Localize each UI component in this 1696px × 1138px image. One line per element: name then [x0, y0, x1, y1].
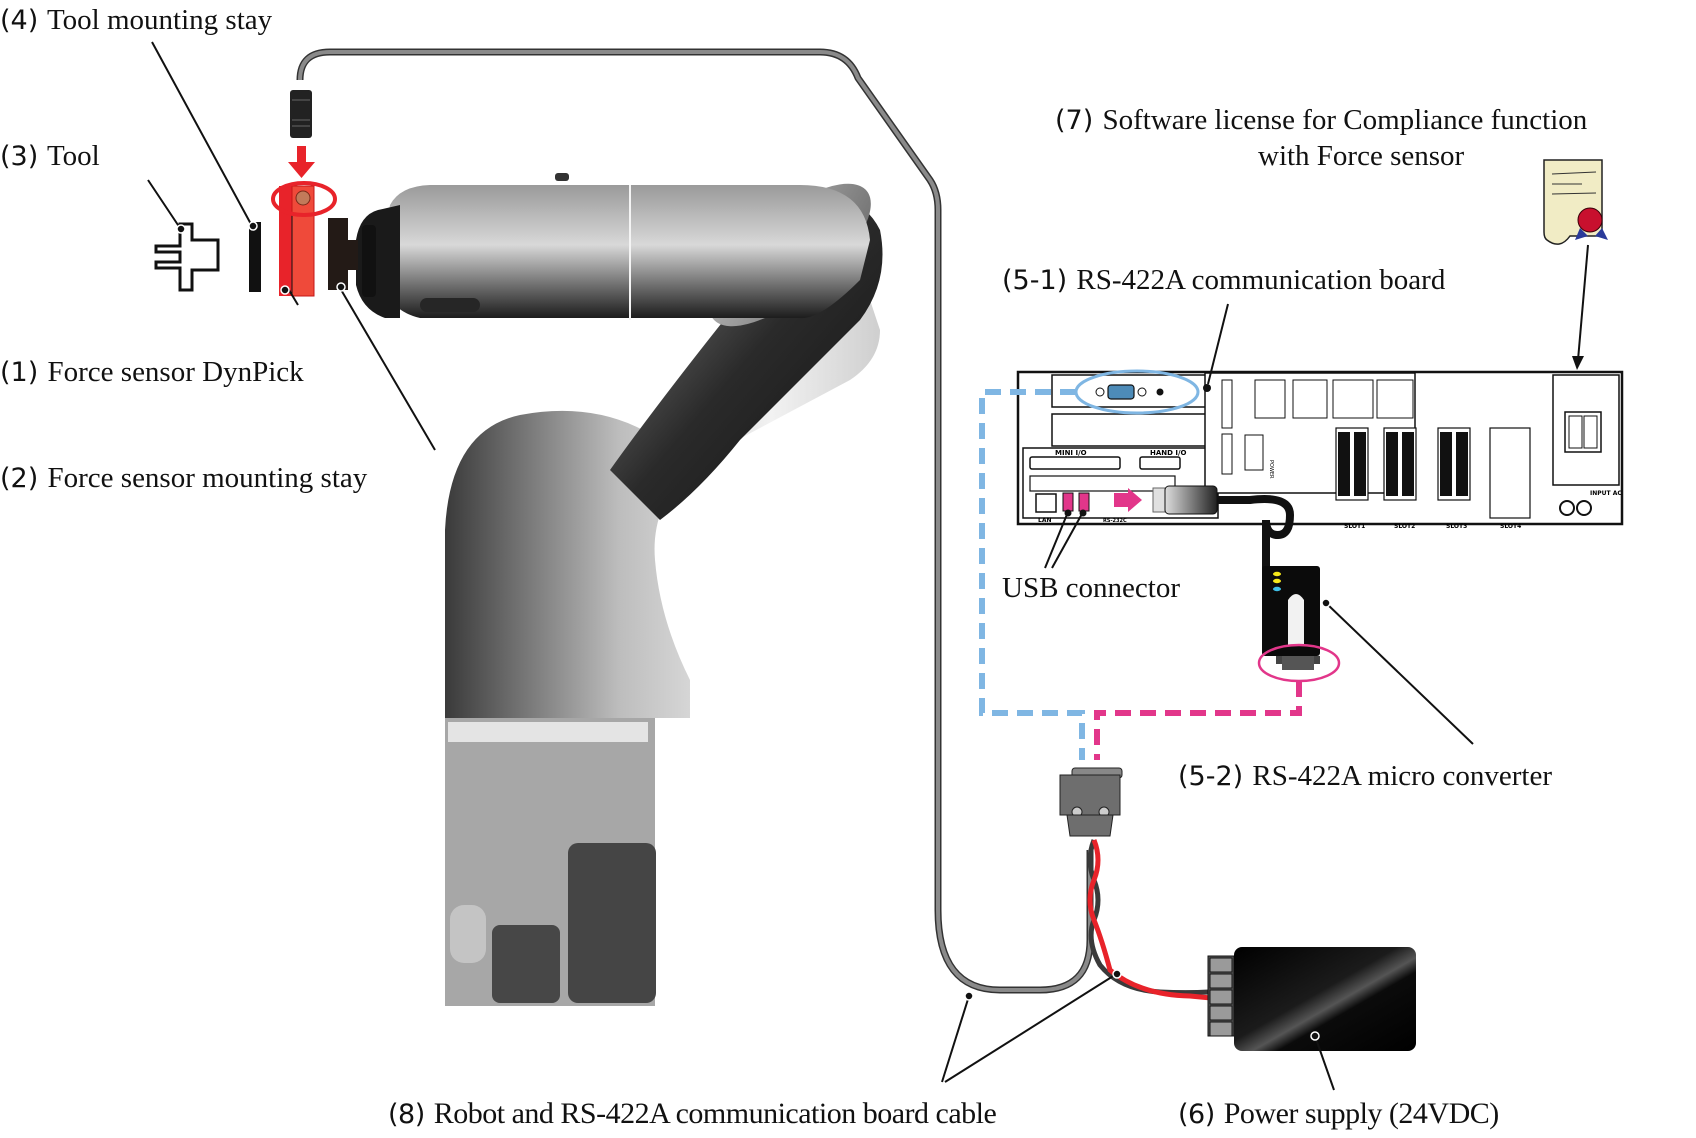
label-power-supply: (6) Power supply (24VDC) — [1178, 1098, 1499, 1131]
label-text: Force sensor DynPick — [47, 356, 304, 388]
leader-dot — [336, 282, 346, 292]
leader-dot — [176, 224, 186, 234]
label-number: (3) — [0, 141, 39, 172]
label-text: Power supply (24VDC) — [1223, 1097, 1500, 1130]
power-switch-label: POWER — [1268, 460, 1274, 479]
rs422a-blue-dashed-path — [979, 389, 1085, 760]
comm-board-leader-line — [1207, 303, 1229, 385]
usb-leader-lines — [1044, 511, 1084, 569]
label-number: (5-2) — [1178, 761, 1244, 792]
label-rs422a-communication-board: (5-1) RS-422A communication board — [1002, 264, 1445, 297]
power-supply-leader-line — [1314, 1035, 1335, 1091]
label-number: (5-1) — [1002, 265, 1068, 296]
label-software-license: (7) Software license for Compliance func… — [1055, 104, 1587, 137]
label-text: Software license for Compliance function — [1102, 104, 1588, 136]
force-sensor-dynpick — [271, 181, 337, 297]
label-number: (1) — [0, 357, 39, 388]
rs422a-micro-converter — [1262, 566, 1320, 670]
label-text: RS-422A micro converter — [1252, 760, 1553, 792]
label-text: Robot and RS-422A communication board ca… — [433, 1097, 997, 1130]
cable-leader-lines — [941, 972, 1119, 1083]
label-tool: (3) Tool — [0, 140, 100, 173]
sensor-cable-connector — [290, 90, 312, 138]
slot-label-3: SLOT3 — [1446, 523, 1467, 530]
slot-label-2: SLOT2 — [1394, 523, 1415, 530]
label-tool-mounting-stay: (4) Tool mounting stay — [0, 4, 272, 37]
label-rs422a-micro-converter: (5-2) RS-422A micro converter — [1178, 760, 1552, 793]
label-usb-connector: USB connector — [1002, 572, 1180, 604]
software-license-certificate-icon — [1543, 159, 1608, 245]
robot-cable — [296, 48, 1094, 994]
input-ac-label: INPUT AC — [1590, 490, 1622, 497]
power-supply-24vdc — [1207, 947, 1416, 1051]
power-twisted-cable — [1087, 839, 1233, 1003]
label-robot-comm-board-cable: (8) Robot and RS-422A communication boar… — [388, 1097, 997, 1131]
slot-label-4: SLOT4 — [1500, 523, 1521, 530]
board-cable-connector — [1059, 767, 1123, 837]
port-label-mini-io: MINI I/O — [1055, 449, 1087, 457]
port-label-lan: LAN — [1038, 517, 1052, 524]
label-text: Tool mounting stay — [46, 4, 273, 36]
port-label-rs232c: RS-232C — [1103, 518, 1127, 524]
robot-controller-panel: MINI I/O HAND I/O LAN RS-232C POWER — [1016, 370, 1624, 530]
robot-arm — [356, 173, 883, 1006]
force-sensor-mounting-stay — [328, 218, 358, 290]
label-software-license-line2: with Force sensor — [1258, 140, 1465, 172]
usb-plug — [1114, 485, 1295, 580]
label-number: (4) — [0, 5, 39, 36]
tool-mounting-stay — [249, 222, 261, 292]
label-text: Force sensor mounting stay — [47, 462, 368, 494]
leader-dot — [248, 221, 258, 231]
label-text: Tool — [46, 140, 100, 172]
label-number: (2) — [0, 463, 39, 494]
leader-dot — [280, 285, 290, 295]
port-label-hand-io: HAND I/O — [1150, 449, 1187, 457]
leader-lines-left — [147, 41, 436, 451]
label-number: (6) — [1178, 1099, 1215, 1130]
connect-arrow-red — [288, 146, 315, 178]
slot-label-1: SLOT1 — [1344, 523, 1365, 530]
label-force-sensor-dynpick: (1) Force sensor DynPick — [0, 356, 304, 389]
license-leader-line — [1577, 244, 1589, 361]
label-number: (8) — [388, 1099, 425, 1130]
tool-part — [154, 222, 220, 292]
label-number: (7) — [1055, 105, 1094, 136]
label-text: RS-422A communication board — [1076, 264, 1446, 296]
rs422a-pink-dashed-path — [1094, 681, 1302, 760]
converter-leader-line — [1325, 602, 1474, 745]
label-force-sensor-mounting-stay: (2) Force sensor mounting stay — [0, 462, 367, 495]
